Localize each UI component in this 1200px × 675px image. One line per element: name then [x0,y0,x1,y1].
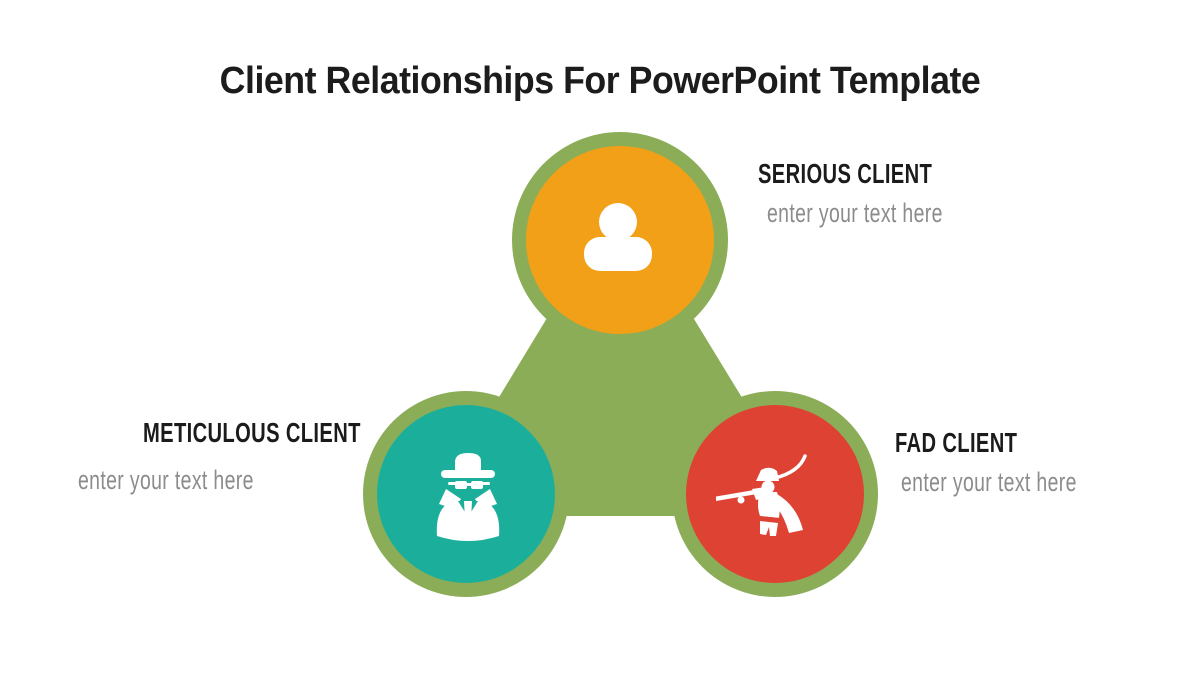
serious-client-label: SERIOUS CLIENT [758,158,933,189]
fad-client-placeholder[interactable]: enter your text here [901,467,1077,497]
soldier-belt [758,516,780,522]
fad-client-label: FAD CLIENT [895,427,1018,458]
slide-title: Client Relationships For PowerPoint Temp… [219,60,981,102]
serious-client-placeholder[interactable]: enter your text here [767,198,943,228]
meticulous-client-label: METICULOUS CLIENT [143,417,361,448]
soldier-icon [716,454,807,536]
spy-tie [464,501,472,526]
person-icon [584,203,652,271]
meticulous-client-circle [377,405,555,583]
meticulous-client-placeholder[interactable]: enter your text here [78,465,254,495]
